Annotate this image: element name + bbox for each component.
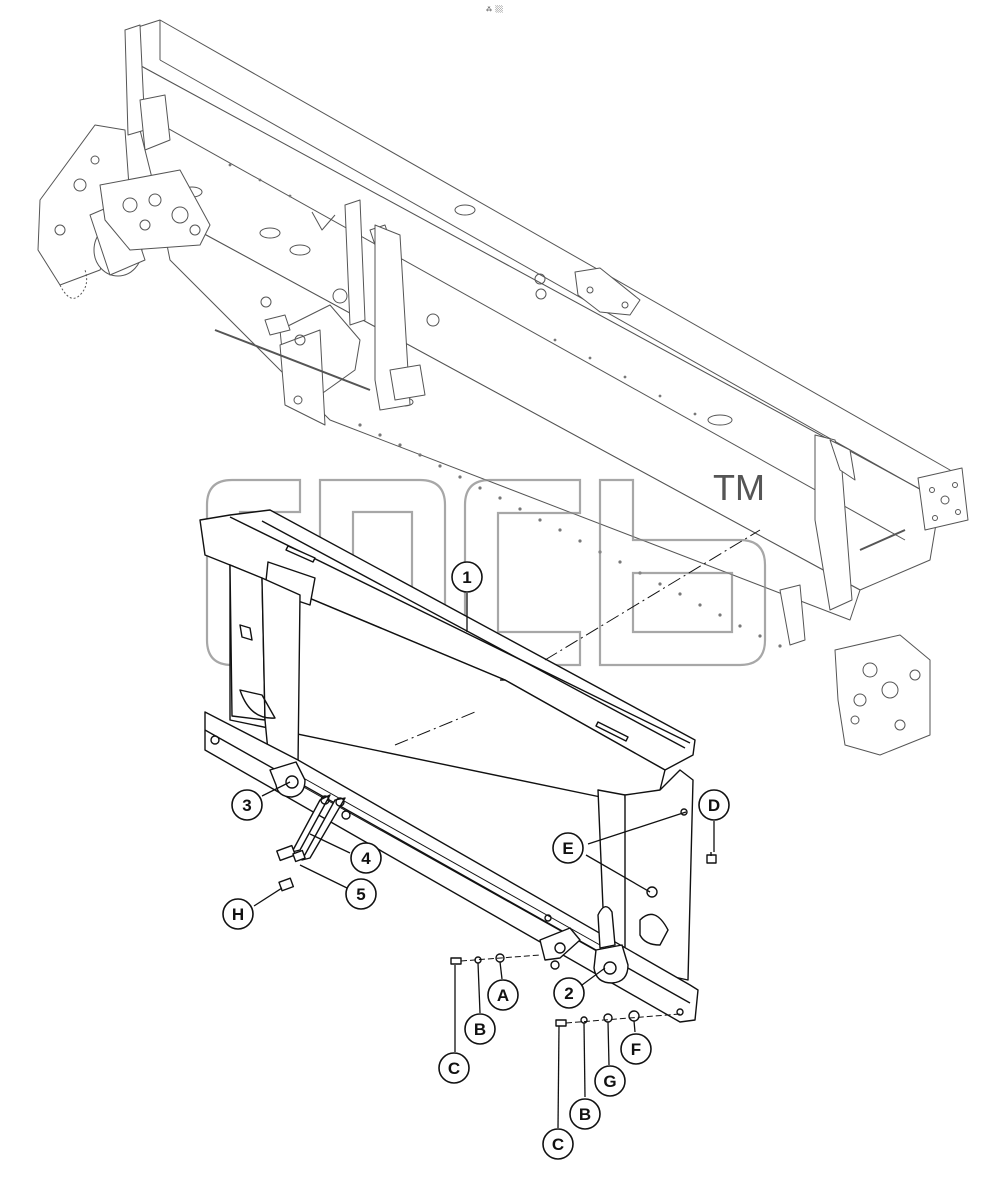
svg-text:4: 4: [361, 849, 371, 868]
top-mark: ⁂ ░░: [486, 5, 503, 13]
callout-f: F: [620, 1033, 652, 1065]
svg-text:C: C: [448, 1059, 460, 1078]
callout-4: 4: [350, 842, 382, 874]
svg-text:D: D: [708, 796, 720, 815]
callout-a: A: [487, 979, 519, 1011]
callout-e: E: [552, 832, 584, 864]
svg-text:B: B: [474, 1020, 486, 1039]
callout-3: 3: [231, 789, 263, 821]
svg-text:5: 5: [356, 885, 365, 904]
svg-text:G: G: [603, 1072, 616, 1091]
callout-c-upper: C: [438, 1052, 470, 1084]
svg-text:2: 2: [564, 984, 573, 1003]
callout-2: 2: [553, 977, 585, 1009]
shield-panel-assembly: [199, 509, 761, 1027]
svg-text:H: H: [232, 905, 244, 924]
header-frame-assembly: [37, 19, 969, 756]
callout-1: 1: [451, 561, 483, 593]
callout-g: G: [594, 1065, 626, 1097]
svg-text:E: E: [562, 839, 573, 858]
svg-text:C: C: [552, 1135, 564, 1154]
callout-b-lower: B: [569, 1098, 601, 1130]
svg-text:A: A: [497, 986, 509, 1005]
callout-d: D: [698, 789, 730, 821]
callout-h: H: [222, 898, 254, 930]
svg-text:1: 1: [462, 568, 471, 587]
svg-text:F: F: [631, 1040, 641, 1059]
svg-text:3: 3: [242, 796, 251, 815]
svg-text:B: B: [579, 1105, 591, 1124]
callout-5: 5: [345, 878, 377, 910]
leader-lines: [253, 593, 715, 1129]
callout-bubbles: 1 2 3 4 5 A B B: [222, 561, 730, 1160]
callout-b-upper: B: [464, 1013, 496, 1045]
watermark-trademark: TM: [713, 467, 765, 508]
callout-c-lower: C: [542, 1128, 574, 1160]
